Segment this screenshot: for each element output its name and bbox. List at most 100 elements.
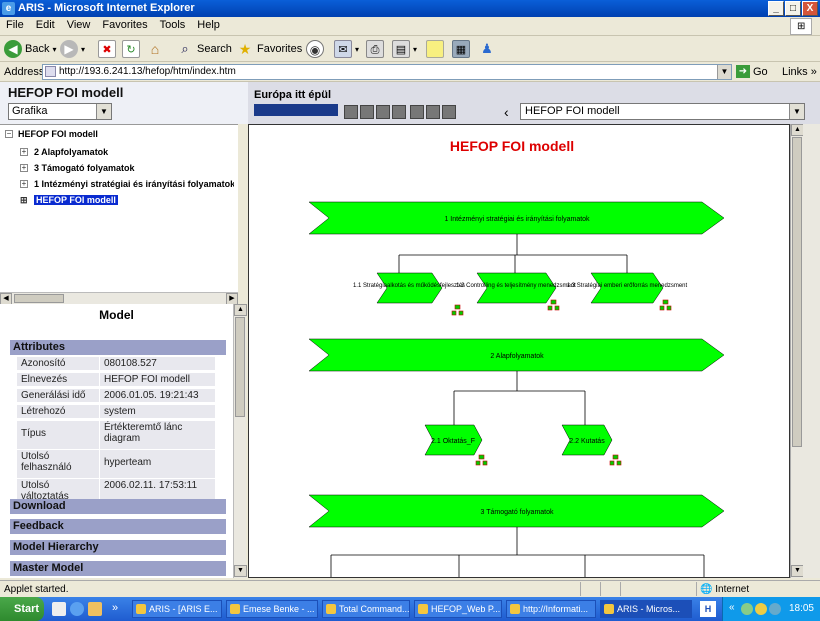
subprocess-chevron[interactable]: [561, 424, 613, 456]
assignment-icon[interactable]: [550, 299, 557, 305]
master-model-section-header[interactable]: Master Model: [10, 561, 226, 576]
view-select[interactable]: Grafika ▼: [8, 103, 112, 120]
download-section-header[interactable]: Download: [10, 499, 226, 514]
subprocess-chevron[interactable]: [476, 272, 557, 304]
folder-quicklaunch-icon[interactable]: [88, 602, 102, 616]
taskbar-item[interactable]: Emese Benke - ...: [226, 600, 318, 618]
taskbar-item[interactable]: ARIS - [ARIS E...: [132, 600, 222, 618]
tree-horizontal-scrollbar[interactable]: ◀ ▶: [0, 292, 238, 305]
taskbar-item-active[interactable]: ARIS - Micros...: [600, 600, 692, 618]
maximize-button[interactable]: □: [785, 1, 801, 16]
model-panel-scrollbar[interactable]: ▲ ▼: [233, 304, 247, 578]
chevron-down-icon[interactable]: ▼: [789, 104, 804, 119]
minimize-button[interactable]: _: [768, 1, 784, 16]
language-indicator-icon[interactable]: H: [700, 601, 716, 617]
process-chevron-3[interactable]: [308, 494, 725, 528]
mail-button[interactable]: ✉▾: [334, 38, 359, 60]
home-button[interactable]: ⌂: [146, 38, 164, 60]
scroll-thumb[interactable]: [14, 294, 64, 303]
attributes-section-header[interactable]: Attributes: [10, 340, 226, 355]
subprocess-chevron[interactable]: [376, 272, 443, 304]
assignment-icon[interactable]: [454, 304, 461, 310]
diagram-tool-icon[interactable]: [360, 105, 374, 119]
feedback-section-header[interactable]: Feedback: [10, 519, 226, 534]
scroll-thumb[interactable]: [792, 137, 802, 447]
print-icon[interactable]: [410, 105, 424, 119]
diagram-vertical-scrollbar[interactable]: ▲ ▼: [790, 124, 804, 578]
quicklaunch-more-icon[interactable]: »: [112, 602, 119, 614]
menu-view[interactable]: View: [66, 19, 91, 31]
tray-icon[interactable]: [755, 603, 767, 615]
refresh-button[interactable]: ↻: [122, 38, 140, 60]
menu-favorites[interactable]: Favorites: [102, 19, 148, 31]
assignment-icon[interactable]: [478, 454, 485, 460]
favorites-button[interactable]: ★Favorites: [236, 38, 303, 60]
search-button[interactable]: ⌕Search: [176, 38, 232, 60]
model-select[interactable]: HEFOP FOI modell ▼: [520, 103, 805, 120]
assignment-icon[interactable]: [616, 460, 622, 466]
assignment-icon[interactable]: [609, 460, 615, 466]
tree-item[interactable]: 1 Intézményi stratégiai és irányítási fo…: [34, 179, 234, 189]
window-scrollbar[interactable]: [803, 124, 820, 578]
discuss-button[interactable]: [426, 38, 444, 60]
back-button[interactable]: ◀ Back▾: [4, 38, 56, 60]
assignment-icon[interactable]: [612, 454, 619, 460]
edit-button[interactable]: ▤▾: [392, 38, 417, 60]
assignment-icon[interactable]: [458, 310, 464, 316]
stop-button[interactable]: ✖: [98, 38, 116, 60]
menu-file[interactable]: File: [6, 19, 24, 31]
assignment-icon[interactable]: [547, 305, 553, 311]
tree-item[interactable]: 2 Alapfolyamatok: [34, 147, 109, 157]
close-button[interactable]: X: [802, 1, 818, 16]
expand-icon[interactable]: +: [20, 179, 28, 188]
process-chevron-1[interactable]: [308, 201, 725, 235]
print-button[interactable]: ⎙: [366, 38, 384, 60]
collapse-icon[interactable]: −: [5, 129, 13, 138]
assignment-icon[interactable]: [666, 305, 672, 311]
quicklaunch-icon[interactable]: [52, 602, 66, 616]
diagram-tool-icon[interactable]: [376, 105, 390, 119]
assignment-icon[interactable]: [662, 299, 669, 305]
model-hierarchy-section-header[interactable]: Model Hierarchy: [10, 540, 226, 555]
tree-root[interactable]: HEFOP FOI modell: [18, 129, 98, 139]
scroll-thumb[interactable]: [235, 317, 245, 417]
fit-icon[interactable]: [442, 105, 456, 119]
assignment-icon[interactable]: [659, 305, 665, 311]
ie-quicklaunch-icon[interactable]: [70, 602, 84, 616]
address-dropdown-button[interactable]: ▼: [717, 65, 731, 79]
scroll-right-icon[interactable]: ▶: [226, 293, 238, 305]
process-chevron-2[interactable]: [308, 338, 725, 372]
menu-tools[interactable]: Tools: [159, 19, 186, 31]
tree-item-selected[interactable]: HEFOP FOI modell: [34, 195, 118, 205]
diagram-tool-icon[interactable]: [344, 105, 358, 119]
go-button[interactable]: ➜Go: [736, 65, 768, 78]
diagram-tool-icon[interactable]: [392, 105, 406, 119]
messenger-button[interactable]: ♟: [478, 38, 496, 60]
tree-item[interactable]: 3 Támogató folyamatok: [34, 163, 135, 173]
start-button[interactable]: Start: [0, 597, 44, 621]
zoom-icon[interactable]: [426, 105, 440, 119]
expand-icon[interactable]: +: [20, 163, 28, 172]
assignment-icon[interactable]: [554, 305, 560, 311]
diagram-canvas[interactable]: HEFOP FOI modell 1 Intézményi stratégiai…: [248, 124, 790, 578]
tray-icon[interactable]: [769, 603, 781, 615]
scroll-down-icon[interactable]: ▼: [234, 565, 247, 577]
tray-icon[interactable]: [741, 603, 753, 615]
tray-expand-icon[interactable]: «: [729, 602, 735, 613]
chevron-down-icon[interactable]: ▼: [96, 104, 111, 119]
taskbar-item[interactable]: HEFOP_Web P...: [414, 600, 502, 618]
back-nav-icon[interactable]: ‹: [504, 104, 509, 120]
window-title-bar[interactable]: e ARIS - Microsoft Internet Explorer _ □…: [0, 0, 820, 17]
assignment-icon[interactable]: [475, 460, 481, 466]
research-button[interactable]: ▦: [452, 38, 470, 60]
links-button[interactable]: Links »: [782, 66, 817, 78]
media-button[interactable]: ◉: [306, 38, 324, 60]
menu-help[interactable]: Help: [197, 19, 220, 31]
taskbar-item[interactable]: http://Informati...: [506, 600, 596, 618]
taskbar-item[interactable]: Total Command...: [322, 600, 410, 618]
expand-icon[interactable]: +: [20, 147, 28, 156]
forward-button[interactable]: ▶▾: [60, 38, 85, 60]
assignment-icon[interactable]: [451, 310, 457, 316]
address-input[interactable]: http://193.6.241.13/hefop/htm/index.htm …: [42, 64, 732, 80]
scroll-up-icon[interactable]: ▲: [234, 304, 247, 316]
